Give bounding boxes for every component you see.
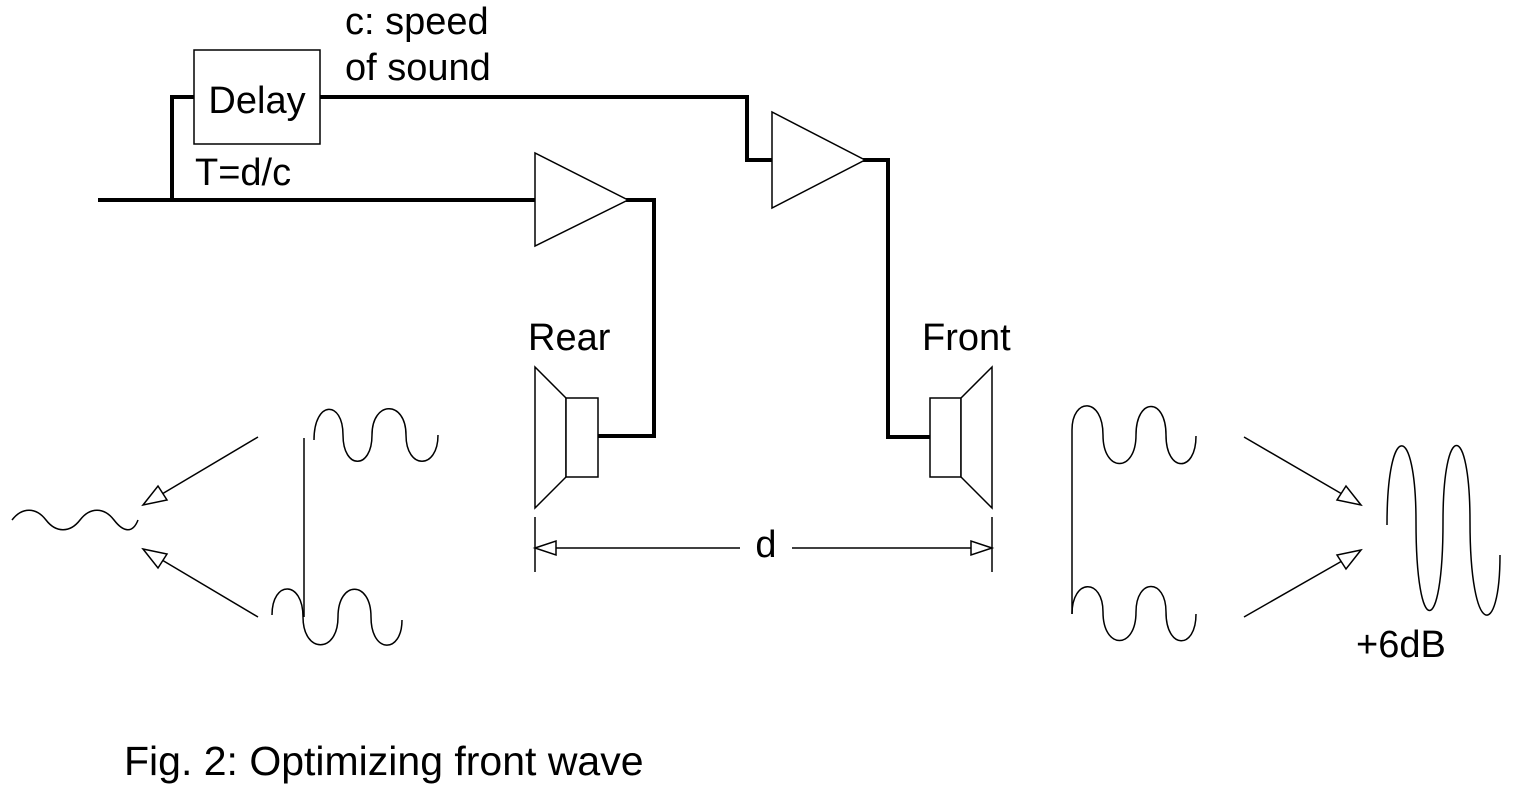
reinforced-wave-icon	[1386, 444, 1501, 616]
delay-formula-label: T=d/c	[195, 152, 291, 194]
upper-front-wave-icon	[1071, 405, 1197, 465]
rear-speaker: Rear	[528, 317, 611, 510]
front-speaker-label: Front	[922, 317, 1011, 359]
front-amp-output-wire	[863, 158, 932, 439]
delay-block: Delay T=d/c	[193, 49, 321, 194]
dimension-arrow-right-icon	[970, 539, 995, 557]
rear-amp-output-wire	[595, 198, 656, 438]
rear-lower-arrow-line	[161, 559, 259, 618]
front-speaker-magnet-icon	[929, 397, 962, 478]
gain-label: +6dB	[1356, 624, 1446, 666]
signal-wiring	[98, 95, 932, 439]
delay-branch-wire	[170, 95, 196, 202]
front-amplifier-icon	[771, 110, 867, 210]
front-wave-group: +6dB	[1071, 405, 1501, 666]
rear-amplifier-icon	[534, 151, 630, 248]
upper-rear-wave-icon	[313, 408, 439, 462]
cancelled-wave-icon	[11, 509, 139, 531]
front-lower-arrow-line	[1243, 560, 1343, 618]
rear-upper-arrow-line	[161, 436, 259, 495]
distance-label: d	[755, 524, 776, 566]
delay-box	[193, 49, 321, 145]
front-upper-arrow-line	[1243, 436, 1343, 495]
front-speaker: Front	[922, 317, 1011, 510]
front-lower-arrow-head-icon	[1335, 548, 1363, 571]
distance-dimension: d	[532, 517, 995, 572]
rear-wave-group	[11, 408, 439, 646]
speed-of-sound-label-line2: of sound	[345, 47, 491, 89]
rear-speaker-label: Rear	[528, 317, 611, 359]
front-upper-arrow-head-icon	[1335, 484, 1363, 507]
rear-upper-arrow-head-icon	[141, 484, 169, 507]
rear-speaker-magnet-icon	[565, 397, 599, 478]
front-speaker-cone-icon	[960, 365, 993, 510]
lower-front-wave-icon	[1071, 585, 1197, 642]
rear-speaker-cone-icon	[534, 365, 567, 510]
figure-caption: Fig. 2: Optimizing front wave	[124, 738, 644, 784]
lower-rear-wave-icon	[271, 588, 403, 646]
dimension-arrow-left-icon	[532, 539, 557, 557]
speed-of-sound-label-line1: c: speed	[345, 1, 489, 43]
delay-output-wire	[318, 95, 774, 162]
rear-lower-arrow-head-icon	[141, 547, 169, 570]
delay-box-label: Delay	[208, 80, 305, 122]
